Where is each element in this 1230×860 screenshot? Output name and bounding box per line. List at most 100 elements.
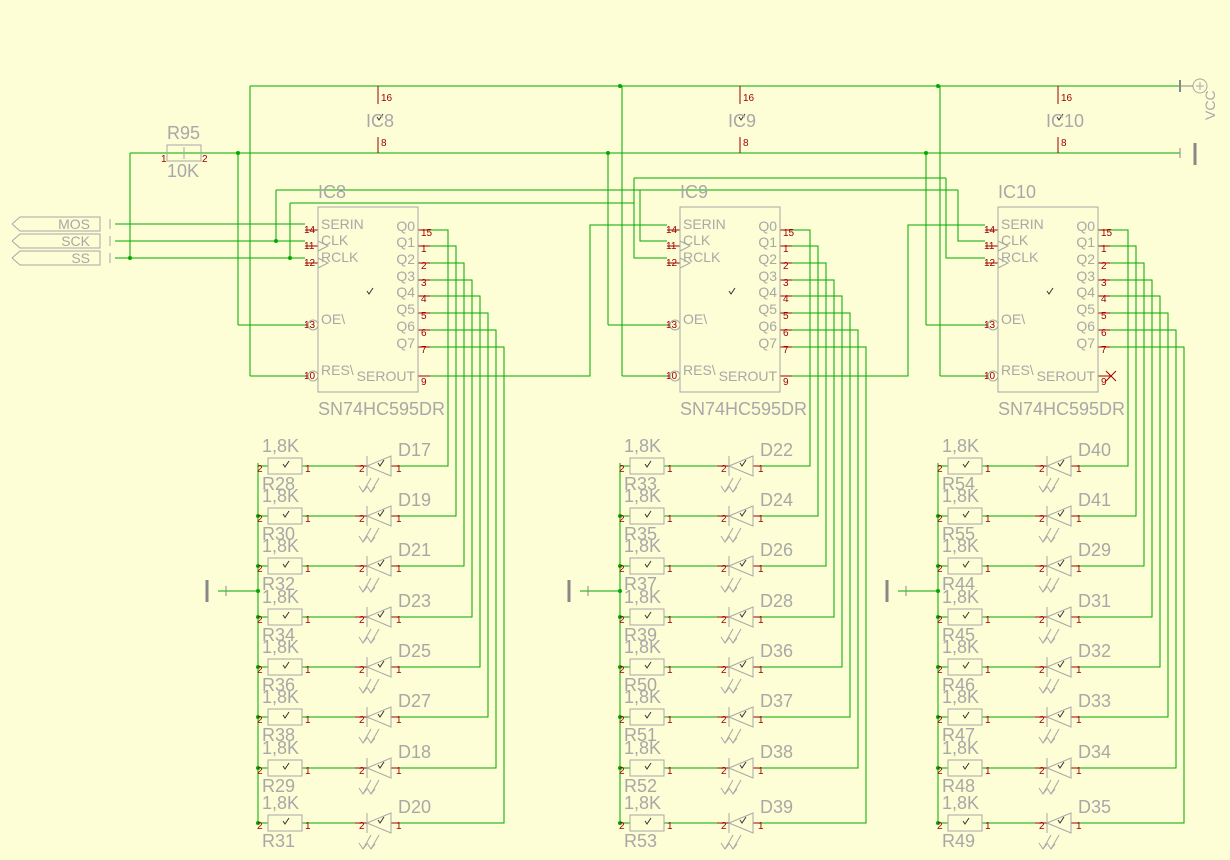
led-name: D18 [398,742,431,762]
resistor-value: 1,8K [262,793,299,813]
junction-dot [618,84,622,88]
led-arrow [720,787,730,795]
ic8-name: IC8 [318,182,346,202]
led-pin: 1 [396,821,402,832]
ic10-pin-serin: SERIN [1001,216,1044,232]
led-pin: 1 [1076,821,1082,832]
resistor-name: R44 [942,574,975,594]
origin-mark [282,762,290,770]
ic9-clk-triangle [679,240,692,252]
ic10-pinnum: 5 [1101,311,1107,322]
resistor-value: 1,8K [262,536,299,556]
resistor-pin: 1 [305,665,311,676]
ic10-clk-triangle [997,240,1010,252]
ic10-q7-wire [1079,346,1185,824]
led-arrow [366,736,376,744]
ic9-pinnum: 7 [783,345,789,356]
ic8-pin-oe: OE\ [321,311,345,327]
ic8-led [366,656,392,678]
origin-mark [1056,113,1064,121]
resistor-name: R54 [942,474,975,494]
ic8-resistor [267,708,303,726]
ic10-resistor [947,658,983,676]
resistor-name: R29 [262,776,295,796]
led-arrow [358,636,368,644]
origin-mark [377,816,385,824]
junction-dot [256,589,260,593]
origin-mark [282,711,290,719]
led-pin: 2 [359,766,365,777]
resistor-name: R39 [624,625,657,645]
ic9-led [728,656,754,678]
junction-dot [936,589,940,593]
ic10-pin-q5: Q5 [1076,301,1095,317]
led-arrow [1046,485,1056,493]
ic9-q2-wire [761,262,827,567]
resistor-pin: 2 [619,464,625,475]
ic9-rclk-wire [633,178,667,259]
led-pin: 1 [758,821,764,832]
origin-mark [739,509,747,517]
led-pin: 2 [359,821,365,832]
led-pin: 1 [396,615,402,626]
led-pin: 2 [1039,665,1045,676]
led-pin: 1 [758,665,764,676]
led-pin: 1 [1076,766,1082,777]
led-arrow [1046,585,1056,593]
resistor-pin: 1 [667,514,673,525]
resistor-pin: 2 [619,665,625,676]
ic9-pinnum: 6 [783,328,789,339]
led-arrow [728,485,738,493]
ic9-pin-res: RES\ [683,362,716,378]
ic10-clk-wire [957,190,985,242]
ic9-power-name: IC9 [728,111,756,131]
ic10-resistor [947,759,983,777]
resistor-name: R36 [262,675,295,695]
led-arrow [728,585,738,593]
r95-pin1: 1 [161,154,167,165]
resistor-value: 1,8K [942,587,979,607]
ic9-clk-triangle [679,257,692,269]
ic9-resistor [629,608,665,626]
led-name: D19 [398,490,431,510]
led-pin: 2 [359,715,365,726]
resistor-name: R48 [942,776,975,796]
ic8-pin-serout: SEROUT [357,368,416,384]
led-name: D29 [1078,540,1111,560]
ic10-pin-res: RES\ [1001,362,1034,378]
ic9-pin-q4: Q4 [758,284,777,300]
led-name: D28 [760,591,793,611]
resistor-pin: 2 [937,821,943,832]
resistor-value: 1,8K [942,793,979,813]
ic9-pinnum: 3 [783,278,789,289]
ic9-pinnum: 14 [666,225,678,236]
origin-mark [282,611,290,619]
ic10-pin-serout: SEROUT [1037,368,1096,384]
ic9-pinnum: 10 [666,371,678,382]
resistor-pin: 2 [619,766,625,777]
led-pin: 1 [758,615,764,626]
origin-mark [739,816,747,824]
ic9-pinnum: 9 [783,377,789,388]
ic9-led [728,505,754,527]
ic9-pinnum: 13 [666,320,678,331]
led-name: D34 [1078,742,1111,762]
origin-mark [1057,509,1065,517]
origin-mark [962,711,970,719]
led-arrow [728,736,738,744]
ic10-led [1046,812,1072,834]
origin-mark [962,661,970,669]
led-pin: 2 [359,564,365,575]
origin-mark [644,661,652,669]
ic8-inv-bubble [307,319,319,331]
ic8-pin-q1: Q1 [396,234,415,250]
led-pin: 1 [1076,615,1082,626]
resistor-value: 1,8K [624,738,661,758]
origin-mark [1057,660,1065,668]
resistor-value: 1,8K [624,637,661,657]
resistor-value: 1,8K [942,436,979,456]
ic8-pinnum: 3 [421,278,427,289]
resistor-name: R33 [624,474,657,494]
led-pin: 2 [721,615,727,626]
led-pin: 2 [359,665,365,676]
